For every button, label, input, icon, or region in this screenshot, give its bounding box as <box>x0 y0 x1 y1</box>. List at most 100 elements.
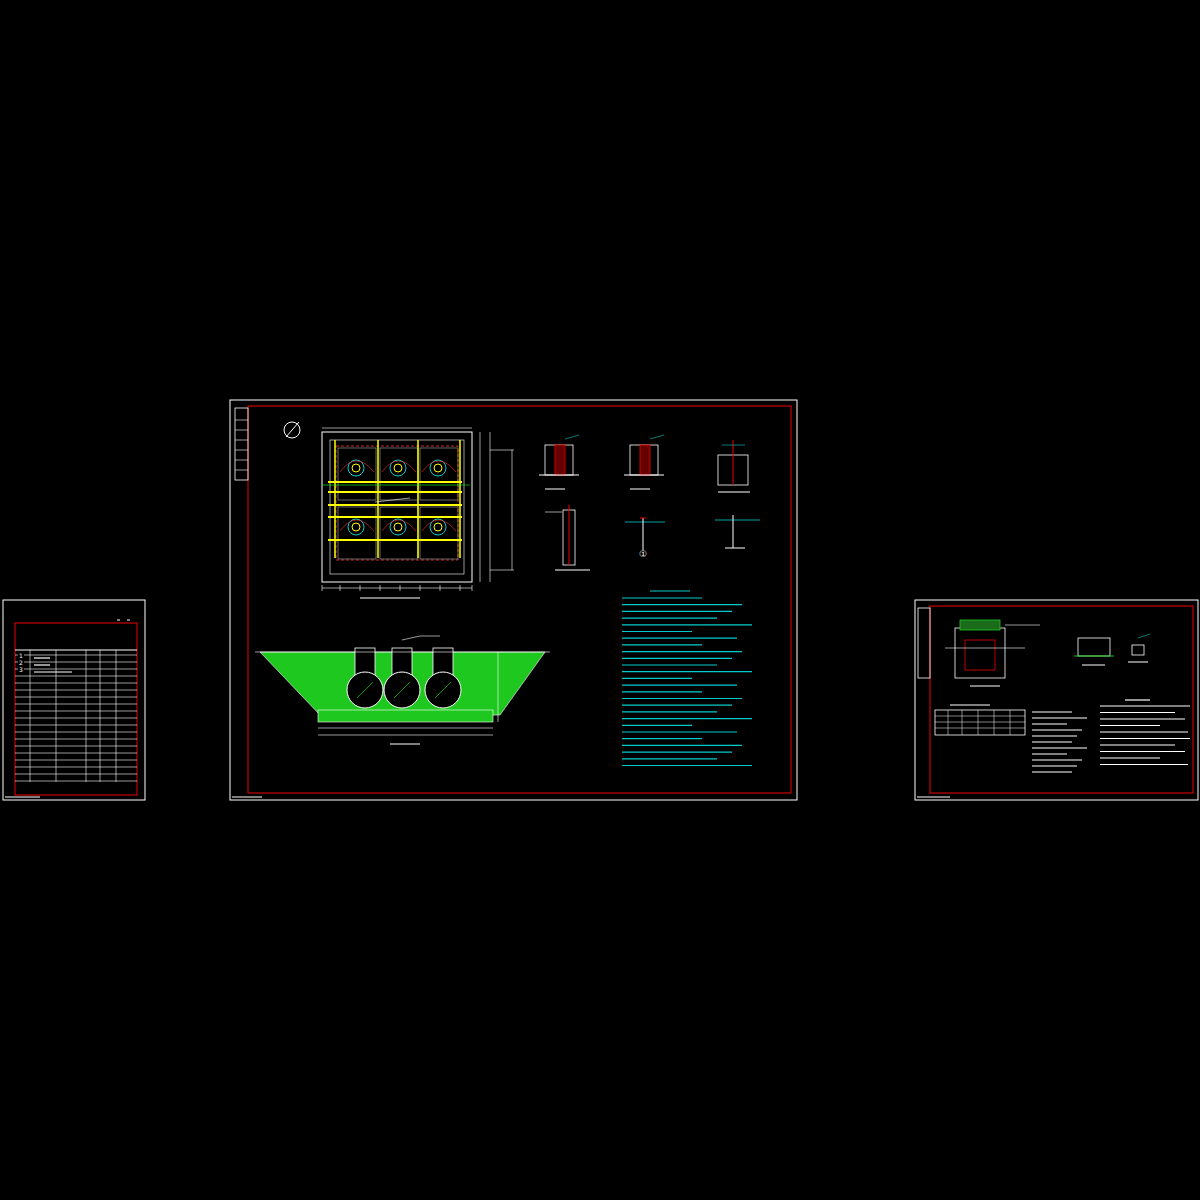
drawing-line <box>15 760 137 761</box>
note-line <box>622 718 752 719</box>
schedule-table <box>935 710 1025 735</box>
table-cell: 3 <box>18 667 24 673</box>
note-line <box>622 617 717 618</box>
leader-line <box>565 435 579 439</box>
note-line <box>1032 747 1087 748</box>
drawing-line <box>643 518 644 550</box>
note-line <box>622 638 737 639</box>
manhole <box>394 464 402 472</box>
manhole <box>352 464 360 472</box>
north-arrow <box>284 422 300 438</box>
drawing-line <box>539 475 579 476</box>
drawing-line <box>715 520 760 521</box>
note-line <box>622 604 742 605</box>
beam <box>377 440 379 558</box>
pipe-arc <box>340 520 374 531</box>
note-line <box>622 758 717 759</box>
pipe <box>384 672 420 708</box>
beam <box>334 440 336 558</box>
note-line <box>622 651 742 652</box>
drawing-line <box>935 728 1025 729</box>
drawing-line <box>917 797 950 798</box>
drawing-line <box>733 515 734 548</box>
leader-line <box>545 512 562 513</box>
note-line <box>622 745 742 746</box>
drawing-line <box>15 704 137 705</box>
beam <box>328 516 462 518</box>
view-title <box>970 686 1000 687</box>
drawing-line <box>1074 655 1114 656</box>
base-slab <box>318 710 493 722</box>
note-line <box>1032 765 1077 766</box>
outline <box>330 440 464 574</box>
table-cell: 1 <box>18 653 24 659</box>
note-line <box>622 751 732 752</box>
drawing-line <box>15 650 137 651</box>
drawing-line <box>948 710 949 735</box>
drawing-line <box>624 475 664 476</box>
note-line <box>622 664 717 665</box>
drawing-line <box>34 657 50 658</box>
drawing-line <box>235 460 248 461</box>
drawing-line <box>116 650 117 782</box>
beam <box>459 440 461 558</box>
note-line <box>622 738 702 739</box>
drawing-line <box>322 585 323 591</box>
drawing-line <box>15 767 137 768</box>
outline <box>420 507 458 559</box>
detail-section <box>555 445 565 475</box>
note-line <box>1100 731 1188 732</box>
drawing-line <box>440 585 441 591</box>
note-line <box>622 725 692 726</box>
leader-line <box>1138 634 1150 638</box>
note-line <box>622 705 732 706</box>
view-title <box>1128 662 1148 663</box>
note-line <box>1032 735 1077 736</box>
dimension-line <box>498 652 499 722</box>
drawing-line <box>490 450 514 451</box>
drawing-line <box>360 585 361 591</box>
note-line <box>1032 717 1087 718</box>
note-line <box>1100 712 1175 713</box>
manhole <box>352 523 360 531</box>
note-line <box>622 611 732 612</box>
note-line <box>1100 744 1175 745</box>
drawing-line <box>15 711 137 712</box>
drawing-line <box>30 650 31 782</box>
detail-outline <box>630 445 658 475</box>
dimension-line <box>490 432 491 582</box>
plan-outline <box>322 432 472 582</box>
drawing-line <box>15 683 137 684</box>
drawing-line <box>235 420 248 421</box>
pipe-arc <box>422 520 456 531</box>
note-line <box>1100 705 1190 706</box>
drawing-line <box>15 669 137 670</box>
view-title <box>555 570 590 571</box>
dimension-line <box>318 735 493 736</box>
view-title <box>390 744 420 745</box>
drawing-line <box>232 797 262 798</box>
leader-line <box>402 636 420 640</box>
drawing-line <box>235 430 248 431</box>
drawing-line <box>15 753 137 754</box>
drawing-line <box>100 650 101 782</box>
drawing-line <box>394 682 410 698</box>
cover-slab <box>960 620 1000 630</box>
note-line <box>622 597 702 598</box>
drawing-line <box>935 716 1025 717</box>
drawing-line <box>56 650 57 782</box>
drawing-line <box>460 585 461 591</box>
dimension-line <box>322 428 472 429</box>
drawing-line <box>490 570 514 571</box>
drawing-line <box>235 450 248 451</box>
note-line <box>622 711 717 712</box>
note-line <box>622 765 752 766</box>
beam <box>417 440 419 558</box>
pipe-arc <box>340 461 374 472</box>
drawing-line <box>1010 710 1011 735</box>
leader-line <box>650 435 664 439</box>
drawing-line <box>569 505 570 565</box>
note-line <box>1032 771 1072 772</box>
view-title <box>725 548 745 549</box>
title-strip <box>918 608 930 678</box>
